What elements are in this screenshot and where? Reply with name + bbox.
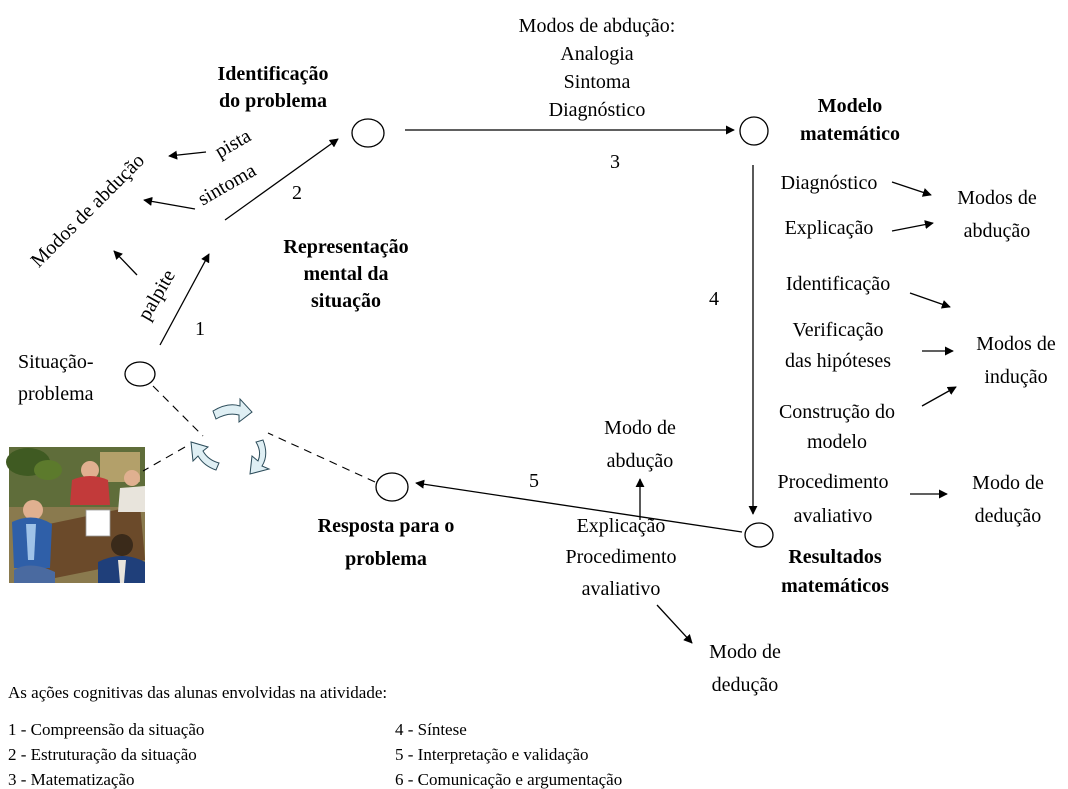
node-label-line: problema xyxy=(18,383,94,405)
node-situacao xyxy=(124,361,156,387)
modos-de-inducao-line: indução xyxy=(984,366,1047,388)
curved-arrow-icon xyxy=(212,397,253,424)
curved-arrow-icon xyxy=(190,441,220,471)
step-number-1: 1 xyxy=(195,318,205,340)
right-labels: Diagnóstico Explicação Modos de abdução … xyxy=(777,172,1055,527)
nodes xyxy=(124,116,774,548)
modo-de-deducao-line: Modo de xyxy=(972,472,1044,494)
node-label-line: Identificação xyxy=(217,63,328,85)
top-modes-line: Sintoma xyxy=(564,71,631,93)
arrow-diagnostico-to-abducao xyxy=(891,181,932,197)
modo-de-deducao-line: dedução xyxy=(975,505,1042,527)
node-resposta-label: Resposta para o problema xyxy=(318,515,455,570)
legend-item: 6 - Comunicação e argumentação xyxy=(395,770,622,789)
arrow-resultados-to-resposta xyxy=(415,479,743,533)
step-numbers: 1 2 3 4 5 xyxy=(195,151,719,492)
modos-de-abducao-rotated-label: Modos de abdução xyxy=(27,150,149,272)
top-modes-label: Modos de abdução: Analogia Sintoma Diagn… xyxy=(519,15,676,121)
node-label-line: Resultados xyxy=(788,546,882,568)
node-representacao-label: Representação mental da situação xyxy=(283,236,408,312)
top-modes-line: Modos de abdução: xyxy=(519,15,676,37)
node-label-line: mental da xyxy=(304,263,389,285)
top-modes-line: Analogia xyxy=(560,43,633,65)
identificacao-label: Identificação xyxy=(786,273,890,295)
construcao-line: modelo xyxy=(807,431,867,453)
dashed-line-resposta-to-cycle xyxy=(267,432,376,483)
node-identificacao xyxy=(351,118,385,148)
modo-de-abducao-line: abdução xyxy=(607,450,674,472)
node-modelo xyxy=(739,116,769,146)
node-label-line: Modelo xyxy=(818,95,882,117)
diagnostico-label: Diagnóstico xyxy=(781,172,878,194)
arrow-construcao-to-inducao xyxy=(921,386,957,407)
explicacao-procedimento-line: Explicação xyxy=(577,515,666,537)
node-situacao-label: Situação- problema xyxy=(18,351,94,405)
node-label-line: problema xyxy=(345,548,427,570)
node-identificacao-label: Identificação do problema xyxy=(217,63,328,112)
cycle-arrow-icons xyxy=(190,397,271,475)
legend-item: 3 - Matematização xyxy=(8,770,135,789)
dashed-line-situacao-to-clipart xyxy=(152,385,204,437)
procedimento-line: avaliativo xyxy=(794,505,873,527)
step-number-5: 5 xyxy=(529,470,539,492)
modo-de-deducao-line: Modo de xyxy=(709,641,781,663)
modo-de-abducao-line: Modo de xyxy=(604,417,676,439)
step-number-3: 3 xyxy=(610,151,620,173)
verificacao-line: Verificação xyxy=(792,319,883,341)
legend: As ações cognitivas das alunas envolvida… xyxy=(8,683,622,789)
procedimento-line: Procedimento xyxy=(777,471,888,493)
legend-title: As ações cognitivas das alunas envolvida… xyxy=(8,683,387,702)
legend-item: 4 - Síntese xyxy=(395,720,467,739)
arrow-identificacao-to-inducao xyxy=(909,292,951,309)
meeting-clipart-image xyxy=(6,447,145,583)
connectors xyxy=(113,125,957,644)
explicacao-procedimento-line: Procedimento xyxy=(565,546,676,568)
bottom-labels: Modo de abdução Explicação Procedimento … xyxy=(565,417,780,696)
explicacao-procedimento-line: avaliativo xyxy=(582,578,661,600)
modo-de-deducao-line: dedução xyxy=(712,674,779,696)
legend-item: 5 - Interpretação e validação xyxy=(395,745,589,764)
legend-item: 1 - Compreensão da situação xyxy=(8,720,204,739)
modos-de-abducao-line: Modos de xyxy=(957,187,1037,209)
node-resposta xyxy=(375,472,409,502)
left-labels: Modos de abdução pista sintoma palpite xyxy=(27,125,260,324)
arrow-situacao-to-representacao xyxy=(159,253,210,346)
node-resultados xyxy=(744,522,774,548)
construcao-line: Construção do xyxy=(779,401,895,423)
pista-label: pista xyxy=(211,125,255,163)
verificacao-line: das hipóteses xyxy=(785,350,891,372)
top-modes-line: Diagnóstico xyxy=(549,99,646,121)
arrow-explicacao-to-abducao xyxy=(891,220,934,232)
node-label-line: Representação xyxy=(283,236,408,258)
node-label-line: do problema xyxy=(219,90,327,112)
node-label-line: matemático xyxy=(800,123,900,145)
arrow-procedimento-to-modo-deducao xyxy=(656,604,693,644)
node-label-line: situação xyxy=(311,290,381,312)
arrow-sintoma-to-modos xyxy=(143,196,196,210)
legend-item: 2 - Estruturação da situação xyxy=(8,745,197,764)
arrow-pista-to-modos xyxy=(168,150,207,160)
dashed-line-clipart-link xyxy=(142,446,186,472)
arrow-palpite-to-modos xyxy=(113,250,138,276)
node-resultados-label: Resultados matemáticos xyxy=(781,546,889,597)
node-modelo-label: Modelo matemático xyxy=(800,95,900,145)
palpite-label: palpite xyxy=(134,266,180,324)
node-label-line: matemáticos xyxy=(781,575,889,597)
node-label-line: Situação- xyxy=(18,351,94,373)
curved-arrow-icon xyxy=(249,439,271,475)
step-number-2: 2 xyxy=(292,182,302,204)
modos-de-abducao-line: abdução xyxy=(964,220,1031,242)
arrow-representacao-to-identificacao xyxy=(224,138,339,221)
modos-de-inducao-line: Modos de xyxy=(976,333,1056,355)
step-number-4: 4 xyxy=(709,288,719,310)
node-label-line: Resposta para o xyxy=(318,515,455,537)
explicacao-label: Explicação xyxy=(785,217,874,239)
